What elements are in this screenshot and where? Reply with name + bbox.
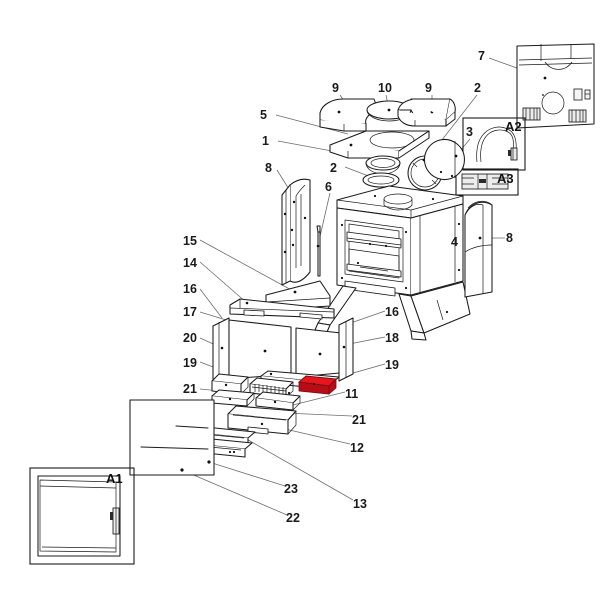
- callout-9-top-right: 9: [425, 81, 432, 95]
- callout-17: 17: [183, 305, 197, 319]
- callout-1: 1: [262, 134, 269, 148]
- callout-3: 3: [466, 125, 473, 139]
- callout-5: 5: [260, 108, 267, 122]
- callout-2-upper: 2: [474, 81, 481, 95]
- part-side-panel-left: [281, 178, 311, 286]
- callout-16-left: 16: [183, 282, 197, 296]
- part-front-bar: [211, 389, 255, 407]
- detail-box-a1: A1: [29, 467, 135, 565]
- part-ash-pan: [227, 405, 297, 435]
- part-rear-brick-right: [338, 317, 354, 382]
- callout-20: 20: [183, 331, 197, 345]
- detail-box-a2: A2: [462, 117, 526, 171]
- part-rod-pin: [316, 225, 321, 277]
- detail-box-a3-label: A3: [497, 171, 514, 186]
- part-sealing-ring-upper: [365, 155, 401, 175]
- callout-7: 7: [478, 49, 485, 63]
- callout-2-lower: 2: [330, 161, 337, 175]
- callout-10: 10: [378, 81, 392, 95]
- part-sealing-ring-lower: [362, 172, 400, 188]
- part-door-glass: [129, 399, 215, 476]
- callout-22: 22: [286, 511, 300, 525]
- callout-11: 11: [345, 387, 358, 401]
- callout-14: 14: [183, 256, 197, 270]
- callout-9-top-left: 9: [332, 81, 339, 95]
- callout-23: 23: [284, 482, 298, 496]
- part-baffle-bar: [255, 391, 301, 411]
- callout-labels: 9 10 9 2 7 5 1 3 2 8 6 4 8 15 14 16 17 2…: [183, 49, 513, 525]
- callout-6: 6: [325, 180, 332, 194]
- callout-15: 15: [183, 234, 197, 248]
- callout-21-right: 21: [352, 413, 366, 427]
- callout-13: 13: [353, 497, 367, 511]
- detail-box-a3: A3: [455, 168, 519, 196]
- detail-box-a2-label: A2: [505, 119, 522, 134]
- part-round-cover-plate: [423, 138, 465, 181]
- part-upper-brick-bar: [229, 298, 335, 320]
- callout-19-left: 19: [183, 356, 197, 370]
- part-side-panel-right: [464, 200, 493, 298]
- callout-8-left: 8: [265, 161, 272, 175]
- part-bottom-brick-highlight: [297, 375, 337, 395]
- callout-8-right: 8: [506, 231, 513, 245]
- part-rear-panel: [516, 43, 595, 129]
- callout-16-right: 16: [385, 305, 399, 319]
- detail-box-a1-label: A1: [106, 471, 123, 486]
- part-side-brick-left: [228, 319, 292, 380]
- callout-4: 4: [451, 235, 458, 249]
- part-stove-body: [314, 185, 471, 341]
- callout-18: 18: [385, 331, 399, 345]
- callout-19-right: 19: [385, 358, 399, 372]
- callout-21-left: 21: [183, 382, 197, 396]
- callout-12: 12: [350, 441, 364, 455]
